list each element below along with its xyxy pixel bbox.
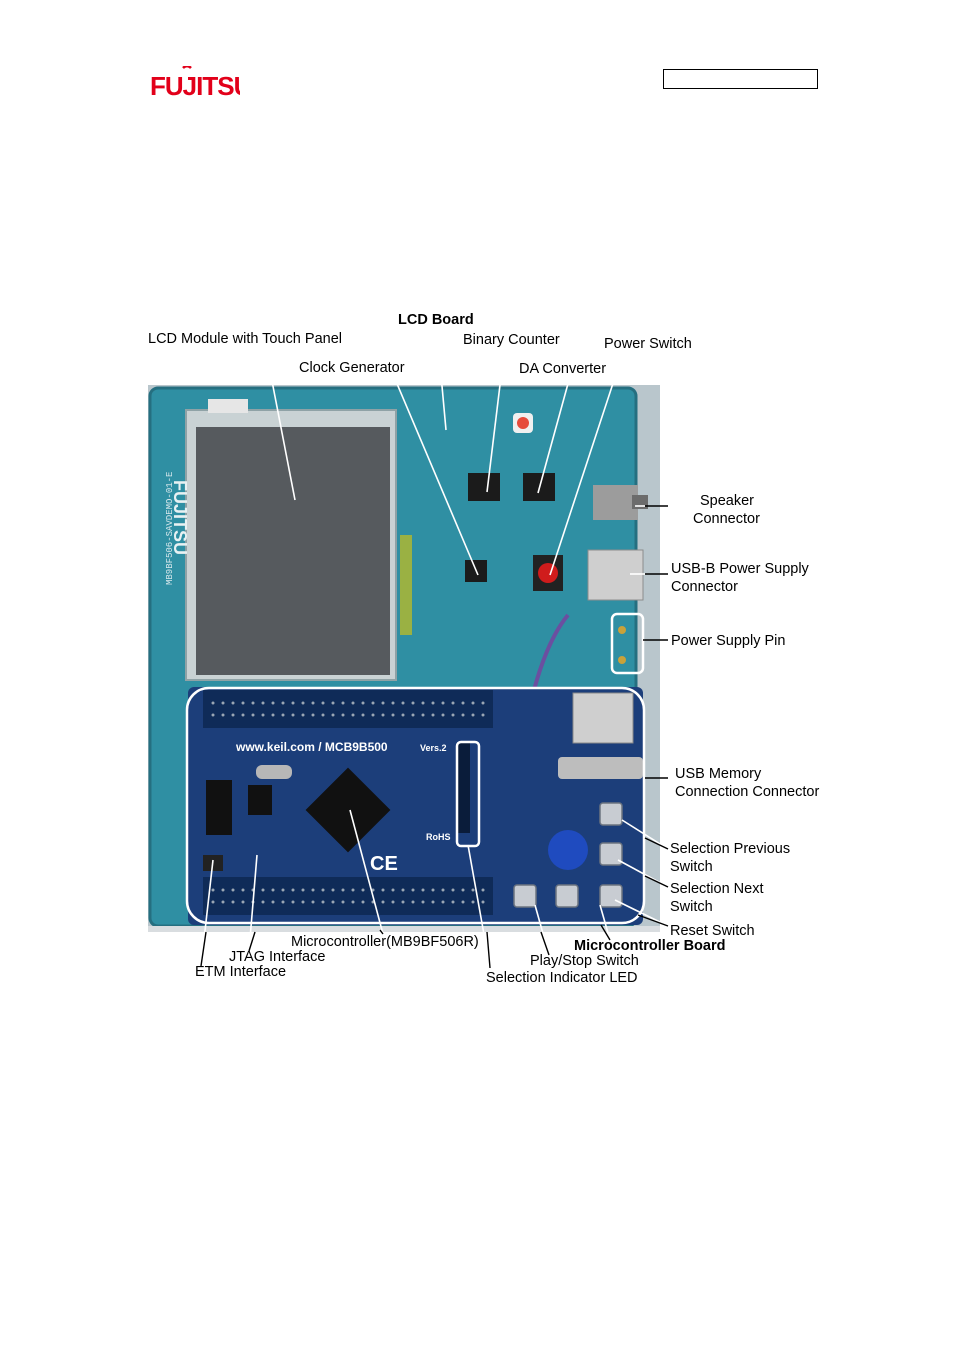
mcb-version: Vers.2	[420, 743, 447, 753]
label-jtag-interface: JTAG Interface	[229, 949, 326, 965]
label-usb-b-line1: USB-B Power Supply	[671, 561, 809, 577]
label-selection-previous-line2: Switch	[670, 859, 713, 875]
board-brand-silkscreen: FUJITSU	[170, 480, 190, 555]
label-power-switch: Power Switch	[604, 336, 692, 352]
label-speaker-connector-line2: Connector	[693, 511, 760, 527]
label-reset-switch: Reset Switch	[670, 923, 755, 939]
fujitsu-logo: FUJITSU	[150, 64, 253, 101]
board-model-silkscreen: MB9BF506-SAVDEMO-01-E	[165, 472, 175, 585]
ce-mark: CE	[370, 853, 398, 875]
label-selection-next-line2: Switch	[670, 899, 713, 915]
label-speaker-connector-line1: Speaker	[700, 493, 755, 509]
mcb-silkscreen: www.keil.com / MCB9B500	[235, 740, 388, 754]
label-da-converter: DA Converter	[519, 361, 607, 377]
label-etm-interface: ETM Interface	[195, 964, 287, 980]
label-lcd-board: LCD Board	[398, 312, 474, 328]
label-selection-previous-line1: Selection Previous	[670, 841, 791, 857]
label-clock-generator: Clock Generator	[299, 360, 405, 376]
board-photo: FUJITSU MB9BF506-SAVDEMO-01-E www.keil.c…	[148, 385, 660, 932]
rohs-mark: RoHS	[426, 832, 451, 842]
label-usb-memory-line2: Connection Connector	[675, 784, 820, 800]
fujitsu-logo-text: FUJITSU	[150, 71, 240, 100]
label-usb-memory-line1: USB Memory	[675, 766, 762, 782]
label-lcd-module: LCD Module with Touch Panel	[148, 331, 342, 347]
label-selection-next-line1: Selection Next	[670, 881, 764, 897]
label-play-stop-switch: Play/Stop Switch	[530, 953, 639, 969]
document-number-box	[663, 69, 818, 89]
label-usb-b-line2: Connector	[671, 579, 738, 595]
label-selection-indicator-led: Selection Indicator LED	[486, 970, 638, 986]
label-binary-counter: Binary Counter	[463, 332, 560, 348]
label-microcontroller-board: Microcontroller Board	[574, 938, 726, 954]
label-microcontroller: Microcontroller(MB9BF506R)	[291, 934, 479, 950]
label-power-supply-pin: Power Supply Pin	[671, 633, 786, 649]
